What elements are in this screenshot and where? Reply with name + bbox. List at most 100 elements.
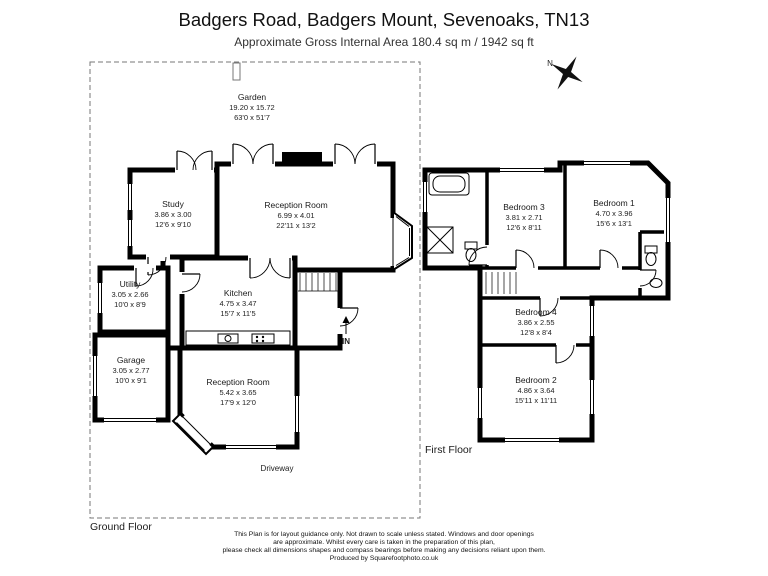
garden-name: Garden	[238, 92, 267, 102]
svg-text:5.42 x 3.65: 5.42 x 3.65	[219, 388, 256, 397]
svg-text:17'9 x 12'0: 17'9 x 12'0	[220, 398, 256, 407]
bay-window-reception-1	[389, 210, 413, 272]
first-floor-label: First Floor	[425, 444, 473, 456]
reception-1-label: Reception Room 6.99 x 4.01 22'11 x 13'2	[264, 200, 327, 230]
toilet-symbol-bathroom	[464, 241, 478, 262]
kitchen-label: Kitchen 4.75 x 3.47 15'7 x 11'5	[219, 288, 256, 318]
svg-text:12'8 x 8'4: 12'8 x 8'4	[520, 328, 552, 337]
svg-text:3.05 x 2.77: 3.05 x 2.77	[112, 366, 149, 375]
header: Badgers Road, Badgers Mount, Sevenoaks, …	[178, 9, 589, 49]
door-bathroom	[468, 245, 491, 266]
svg-text:Bedroom 2: Bedroom 2	[515, 375, 557, 385]
svg-text:12'6 x 9'10: 12'6 x 9'10	[155, 220, 191, 229]
door-utility	[134, 264, 156, 287]
door-kitchen-hall	[178, 272, 201, 294]
garden-metric: 19.20 x 15.72	[229, 103, 274, 112]
double-doors-kitchen-reception	[248, 254, 292, 279]
kitchen-counter-symbol	[185, 330, 291, 346]
ground-floor-plan: Garden 19.20 x 15.72 63'0 x 51'7	[89, 61, 421, 533]
window-garage-left	[91, 356, 99, 396]
window-bathroom-left	[421, 182, 429, 212]
french-doors-study	[175, 150, 214, 174]
door-bedroom-4	[539, 294, 560, 317]
garage-door	[104, 416, 156, 424]
svg-text:Bedroom 4: Bedroom 4	[515, 307, 557, 317]
toilet-symbol-ensuite	[644, 245, 658, 266]
svg-text:Kitchen: Kitchen	[224, 288, 253, 298]
svg-text:15'11 x 11'11: 15'11 x 11'11	[515, 396, 557, 405]
svg-text:10'0 x 9'1: 10'0 x 9'1	[115, 376, 147, 385]
garden-gate	[232, 62, 241, 81]
utility-label: Utility 3.05 x 2.66 10'0 x 8'9	[111, 279, 148, 309]
footer-line-4: Produced by Squarefootphoto.co.uk	[330, 555, 439, 562]
door-bedroom-2	[555, 341, 576, 364]
window-bedroom-4-right	[588, 306, 596, 336]
svg-text:4.86 x 3.64: 4.86 x 3.64	[517, 386, 554, 395]
bay-window-reception-2	[171, 412, 215, 456]
page-subtitle: Approximate Gross Internal Area 180.4 sq…	[234, 35, 534, 49]
svg-text:6.99 x 4.01: 6.99 x 4.01	[277, 211, 314, 220]
svg-text:15'7 x 11'5: 15'7 x 11'5	[220, 309, 255, 318]
reception-2-label: Reception Room 5.42 x 3.65 17'9 x 12'0	[206, 377, 269, 407]
page-title: Badgers Road, Badgers Mount, Sevenoaks, …	[178, 9, 589, 30]
footer-line-3: please check all dimensions shapes and c…	[222, 547, 545, 554]
study-label: Study 3.86 x 3.00 12'6 x 9'10	[154, 199, 191, 229]
footer-disclaimer: This Plan is for layout guidance only. N…	[222, 531, 545, 562]
bathtub-symbol	[428, 172, 470, 196]
svg-text:Bedroom 1: Bedroom 1	[593, 198, 635, 208]
svg-text:Bedroom 3: Bedroom 3	[503, 202, 545, 212]
svg-text:15'6 x 13'1: 15'6 x 13'1	[596, 219, 632, 228]
footer-line-1: This Plan is for layout guidance only. N…	[234, 531, 534, 538]
bedroom-1-label: Bedroom 1 4.70 x 3.96 15'6 x 13'1	[593, 198, 635, 228]
bedroom-2-label: Bedroom 2 4.86 x 3.64 15'11 x 11'11	[515, 375, 557, 405]
ground-floor-label: Ground Floor	[90, 521, 152, 533]
door-bedroom-3	[515, 249, 538, 272]
svg-text:4.70 x 3.96: 4.70 x 3.96	[595, 209, 632, 218]
front-door	[336, 307, 359, 334]
svg-text:Reception Room: Reception Room	[264, 200, 327, 210]
driveway-label: Driveway	[261, 464, 294, 473]
svg-text:3.86 x 2.55: 3.86 x 2.55	[517, 318, 554, 327]
window-reception-2-right	[293, 396, 301, 432]
sink-unit-symbol	[217, 333, 239, 344]
room-garage	[92, 332, 171, 423]
chimney-breast	[282, 152, 322, 166]
garden-imperial: 63'0 x 51'7	[234, 113, 270, 122]
svg-text:3.86 x 3.00: 3.86 x 3.00	[154, 210, 191, 219]
bedroom-4-label: Bedroom 4 3.86 x 2.55 12'8 x 8'4	[515, 307, 557, 337]
first-floor-plan: Bedroom 3 3.81 x 2.71 12'6 x 8'11 Bedroo…	[421, 159, 672, 456]
svg-text:12'6 x 8'11: 12'6 x 8'11	[506, 223, 541, 232]
door-ensuite	[636, 269, 657, 288]
room-study	[127, 167, 220, 260]
svg-text:Utility: Utility	[120, 279, 142, 289]
svg-text:3.05 x 2.66: 3.05 x 2.66	[111, 290, 148, 299]
window-bedroom-2-bottom	[505, 436, 559, 444]
door-bedroom-1	[599, 249, 622, 272]
window-study-left-1	[126, 184, 134, 210]
compass-star	[551, 56, 583, 90]
entrance-label: IN	[342, 337, 350, 346]
window-bedroom-1-right	[664, 198, 672, 242]
entrance-arrow-icon	[342, 316, 350, 334]
compass-north-label: N	[547, 59, 553, 68]
french-doors-reception-1-right	[333, 143, 377, 168]
svg-text:4.75 x 3.47: 4.75 x 3.47	[219, 299, 256, 308]
svg-text:Garage: Garage	[117, 355, 146, 365]
compass-icon: N	[547, 56, 583, 90]
french-doors-reception-1-left	[231, 143, 275, 168]
cooker-symbol	[251, 333, 275, 344]
svg-text:22'11 x 13'2: 22'11 x 13'2	[276, 221, 315, 230]
svg-text:3.81 x 2.71: 3.81 x 2.71	[505, 213, 542, 222]
sink-symbol-ensuite	[649, 278, 663, 288]
svg-text:Study: Study	[162, 199, 184, 209]
garage-label: Garage 3.05 x 2.77 10'0 x 9'1	[112, 355, 149, 385]
window-study-left-2	[126, 220, 134, 246]
svg-text:Reception Room: Reception Room	[206, 377, 269, 387]
window-bedroom-1-top	[584, 159, 630, 167]
shower-symbol	[426, 226, 454, 254]
garden-label: Garden 19.20 x 15.72 63'0 x 51'7	[229, 92, 274, 122]
svg-text:10'0 x 8'9: 10'0 x 8'9	[114, 300, 146, 309]
stairs-symbol-first	[485, 272, 517, 294]
